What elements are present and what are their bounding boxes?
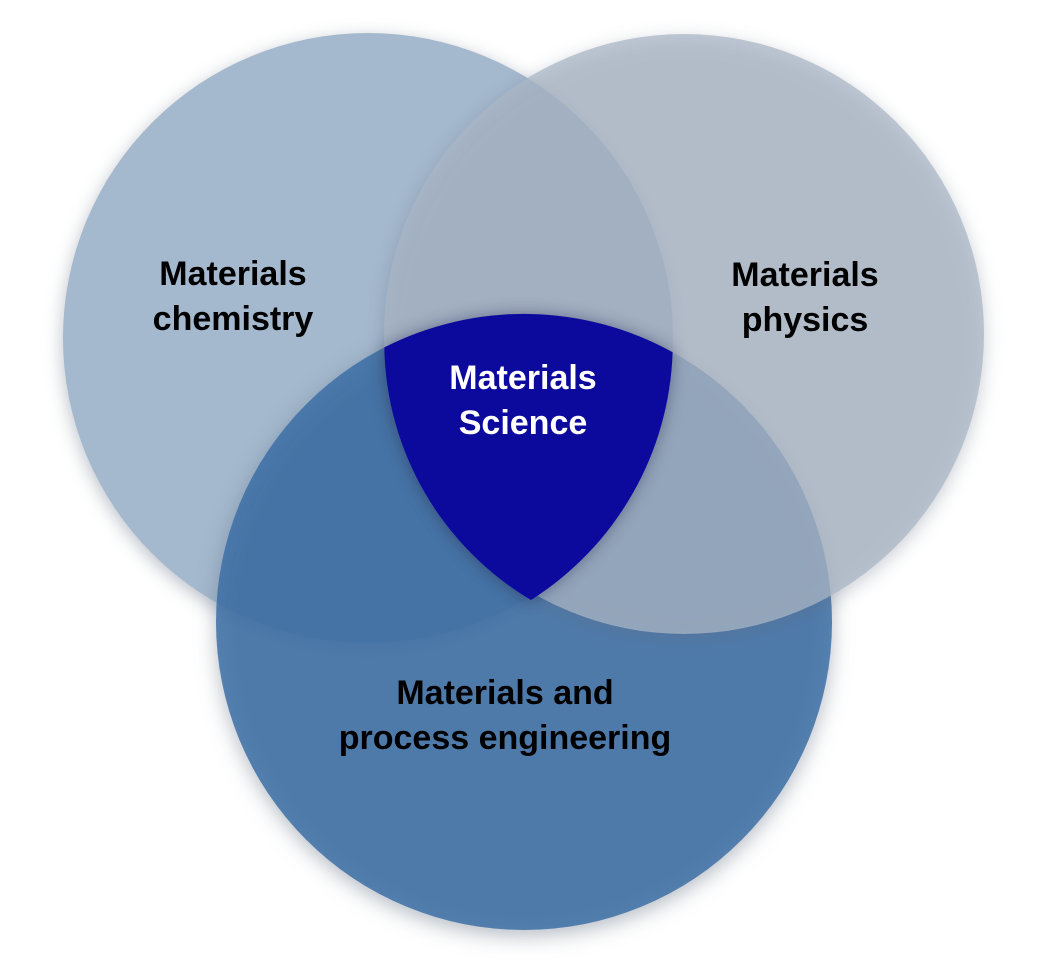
materials-physics-label: Materials physics (731, 256, 879, 339)
materials-science-label: Materials Science (449, 359, 597, 442)
materials-process-engineering-label: Materials and process engineering (338, 674, 672, 757)
materials-chemistry-label: Materials chemistry (152, 255, 314, 338)
materials-science-center-region (384, 313, 673, 600)
